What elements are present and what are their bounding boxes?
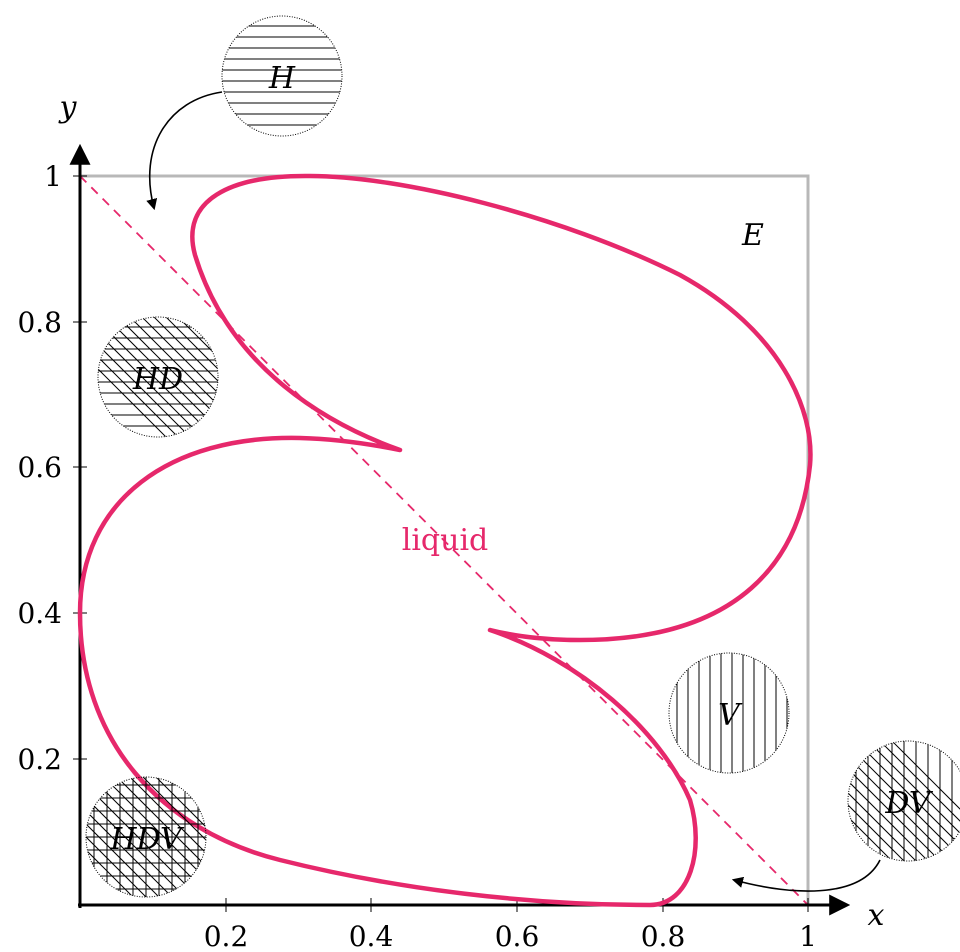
region-label-hd: HD — [132, 362, 183, 397]
y-tick-label: 0.2 — [17, 743, 62, 776]
hd-hatch-badge — [97, 316, 219, 438]
region-label-h: H — [268, 61, 296, 96]
region-label-e: E — [741, 218, 764, 253]
x-tick-label: 0.6 — [495, 920, 540, 952]
v-hatch-badge — [668, 652, 790, 774]
y-tick-label: 1 — [44, 160, 62, 193]
y-tick-label: 0.4 — [17, 597, 62, 630]
diagonal-dashed-line — [79, 175, 809, 906]
arrow-dv-to-corner — [731, 859, 881, 892]
liquid-boundary-curve — [77, 173, 813, 908]
x-tick-label: 0.8 — [641, 920, 686, 952]
dv-hatch-badge — [847, 740, 960, 862]
x-tick-label: 1 — [799, 920, 817, 952]
y-tick-label: 0.6 — [17, 451, 62, 484]
region-label-dv: DV — [884, 786, 934, 821]
region-label-hdv: HDV — [109, 822, 185, 857]
region-label-v: V — [718, 698, 743, 733]
arrow-h-to-corner — [146, 91, 223, 211]
y-tick-label: 0.8 — [17, 306, 62, 339]
x-axis-label: x — [868, 898, 885, 933]
y-axis-label: y — [58, 90, 78, 125]
x-tick-label: 0.2 — [204, 920, 249, 952]
liquid-label: liquid — [402, 523, 489, 558]
x-tick-label: 0.4 — [349, 920, 394, 952]
